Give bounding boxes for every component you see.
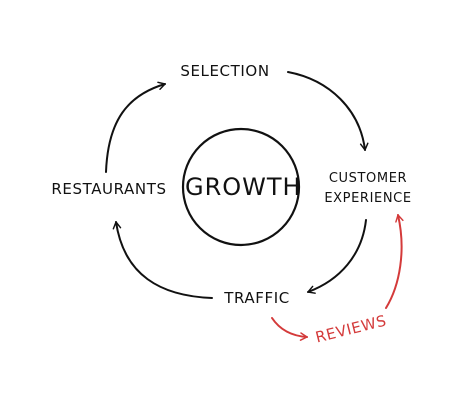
growth-label: GROWTH [185,173,302,201]
selection-label: SELECTION [180,62,270,80]
arrow-reviews-to-customer-experience [385,214,404,309]
arrow-traffic-to-restaurants [112,221,213,299]
arrow-traffic-to-reviews [271,317,308,341]
customer-experience-label-line2: EXPERIENCE [324,191,412,206]
traffic-label: TRAFFIC [224,289,290,307]
growth-circle [181,127,301,247]
customer-experience-label-line1: CUSTOMER [328,171,408,186]
restaurants-label: RESTAURANTS [51,180,167,198]
arrow-customer-experience-to-traffic [307,219,367,294]
arrow-restaurants-to-selection [105,81,166,173]
arrow-selection-to-customer-experience [287,71,369,151]
